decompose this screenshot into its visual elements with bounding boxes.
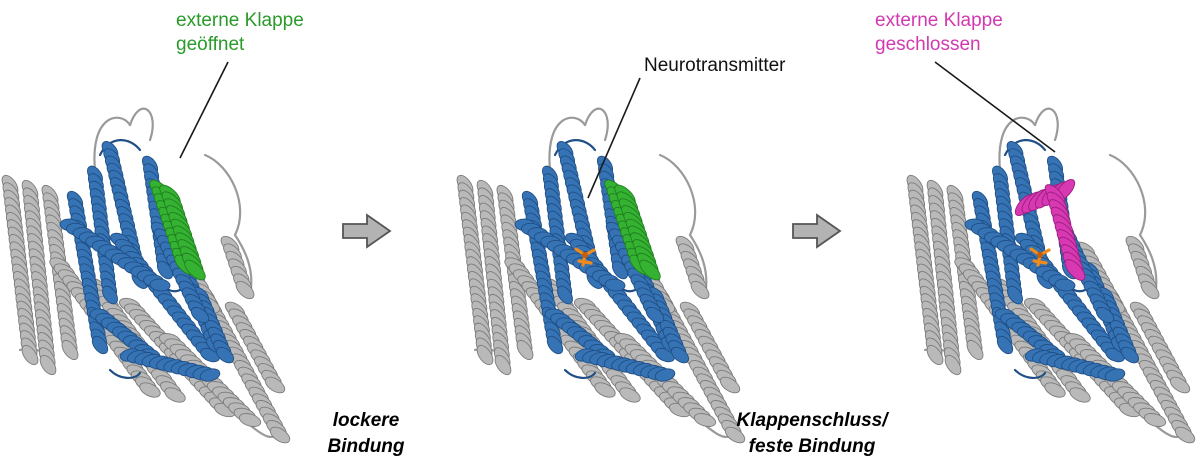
- protein-structure-2: [456, 107, 746, 444]
- gray-helix: [926, 179, 962, 376]
- caption-loose-binding-line1: lockere: [332, 410, 400, 431]
- caption-tight-binding-line2: feste Bindung: [748, 436, 876, 457]
- blue-helix: [971, 190, 1014, 355]
- blue-loop: [98, 139, 142, 157]
- gray-loop: [93, 116, 132, 172]
- leader-line-flap-closed: [934, 61, 1056, 153]
- label-flap-closed: externe Klappe geschlossen: [875, 9, 1003, 57]
- blue-loop: [553, 139, 597, 157]
- blue-helix: [119, 348, 221, 382]
- label-flap-open: externe Klappe geöffnet: [176, 9, 304, 57]
- gray-loop: [998, 116, 1037, 172]
- label-flap-closed-line2: geschlossen: [875, 34, 981, 55]
- blue-loop: [1013, 368, 1047, 379]
- gray-helix: [906, 174, 944, 366]
- gray-helix: [476, 179, 512, 376]
- gray-helix: [21, 179, 57, 376]
- gray-loop: [548, 116, 587, 172]
- gray-helix: [675, 235, 710, 300]
- gray-loop: [583, 107, 609, 142]
- gray-loop: [1033, 107, 1059, 142]
- gray-loop: [658, 153, 697, 237]
- protein-structure-3: [906, 107, 1196, 444]
- blue-helix: [514, 218, 626, 292]
- gray-loop: [128, 107, 154, 142]
- label-flap-closed-line1: externe Klappe: [875, 10, 1003, 31]
- label-flap-open-line1: externe Klappe: [176, 10, 304, 31]
- gray-helix: [679, 301, 741, 394]
- blue-loop: [1003, 139, 1047, 157]
- caption-tight-binding: Klappenschluss/ feste Bindung: [712, 408, 912, 460]
- right-arrow-icon: [342, 213, 392, 249]
- label-flap-open-line2: geöffnet: [176, 34, 245, 55]
- neurotransmitter-ligand: [574, 247, 596, 267]
- flap-helix: [1044, 184, 1086, 281]
- flap-helix: [614, 184, 661, 281]
- protein-structure-1: [1, 107, 291, 444]
- gray-loop: [203, 153, 242, 237]
- label-neurotransmitter-text: Neurotransmitter: [644, 55, 786, 76]
- blue-helix: [1024, 348, 1126, 382]
- blue-loop: [108, 368, 142, 379]
- flap-helix: [159, 184, 206, 281]
- blue-helix: [994, 308, 1066, 362]
- gray-helix: [456, 174, 494, 366]
- caption-loose-binding-line2: Bindung: [327, 436, 405, 457]
- caption-tight-binding-line1: Klappenschluss/: [736, 410, 888, 431]
- leader-line-flap-open: [179, 61, 229, 159]
- gray-helix: [1125, 235, 1160, 300]
- blue-helix: [59, 218, 171, 292]
- gray-loop: [1108, 153, 1147, 237]
- blue-loop: [563, 368, 597, 379]
- right-arrow-icon: [792, 213, 842, 249]
- gray-helix: [1129, 301, 1191, 394]
- neurotransmitter-ligand: [1029, 247, 1051, 267]
- label-neurotransmitter: Neurotransmitter: [644, 54, 786, 78]
- blue-helix: [964, 218, 1076, 292]
- blue-helix: [574, 348, 676, 382]
- gray-helix: [1, 174, 39, 366]
- gray-helix: [224, 301, 286, 394]
- gray-helix: [220, 235, 255, 300]
- caption-loose-binding: lockere Bindung: [296, 408, 436, 460]
- leader-line-neurotransmitter: [587, 77, 641, 199]
